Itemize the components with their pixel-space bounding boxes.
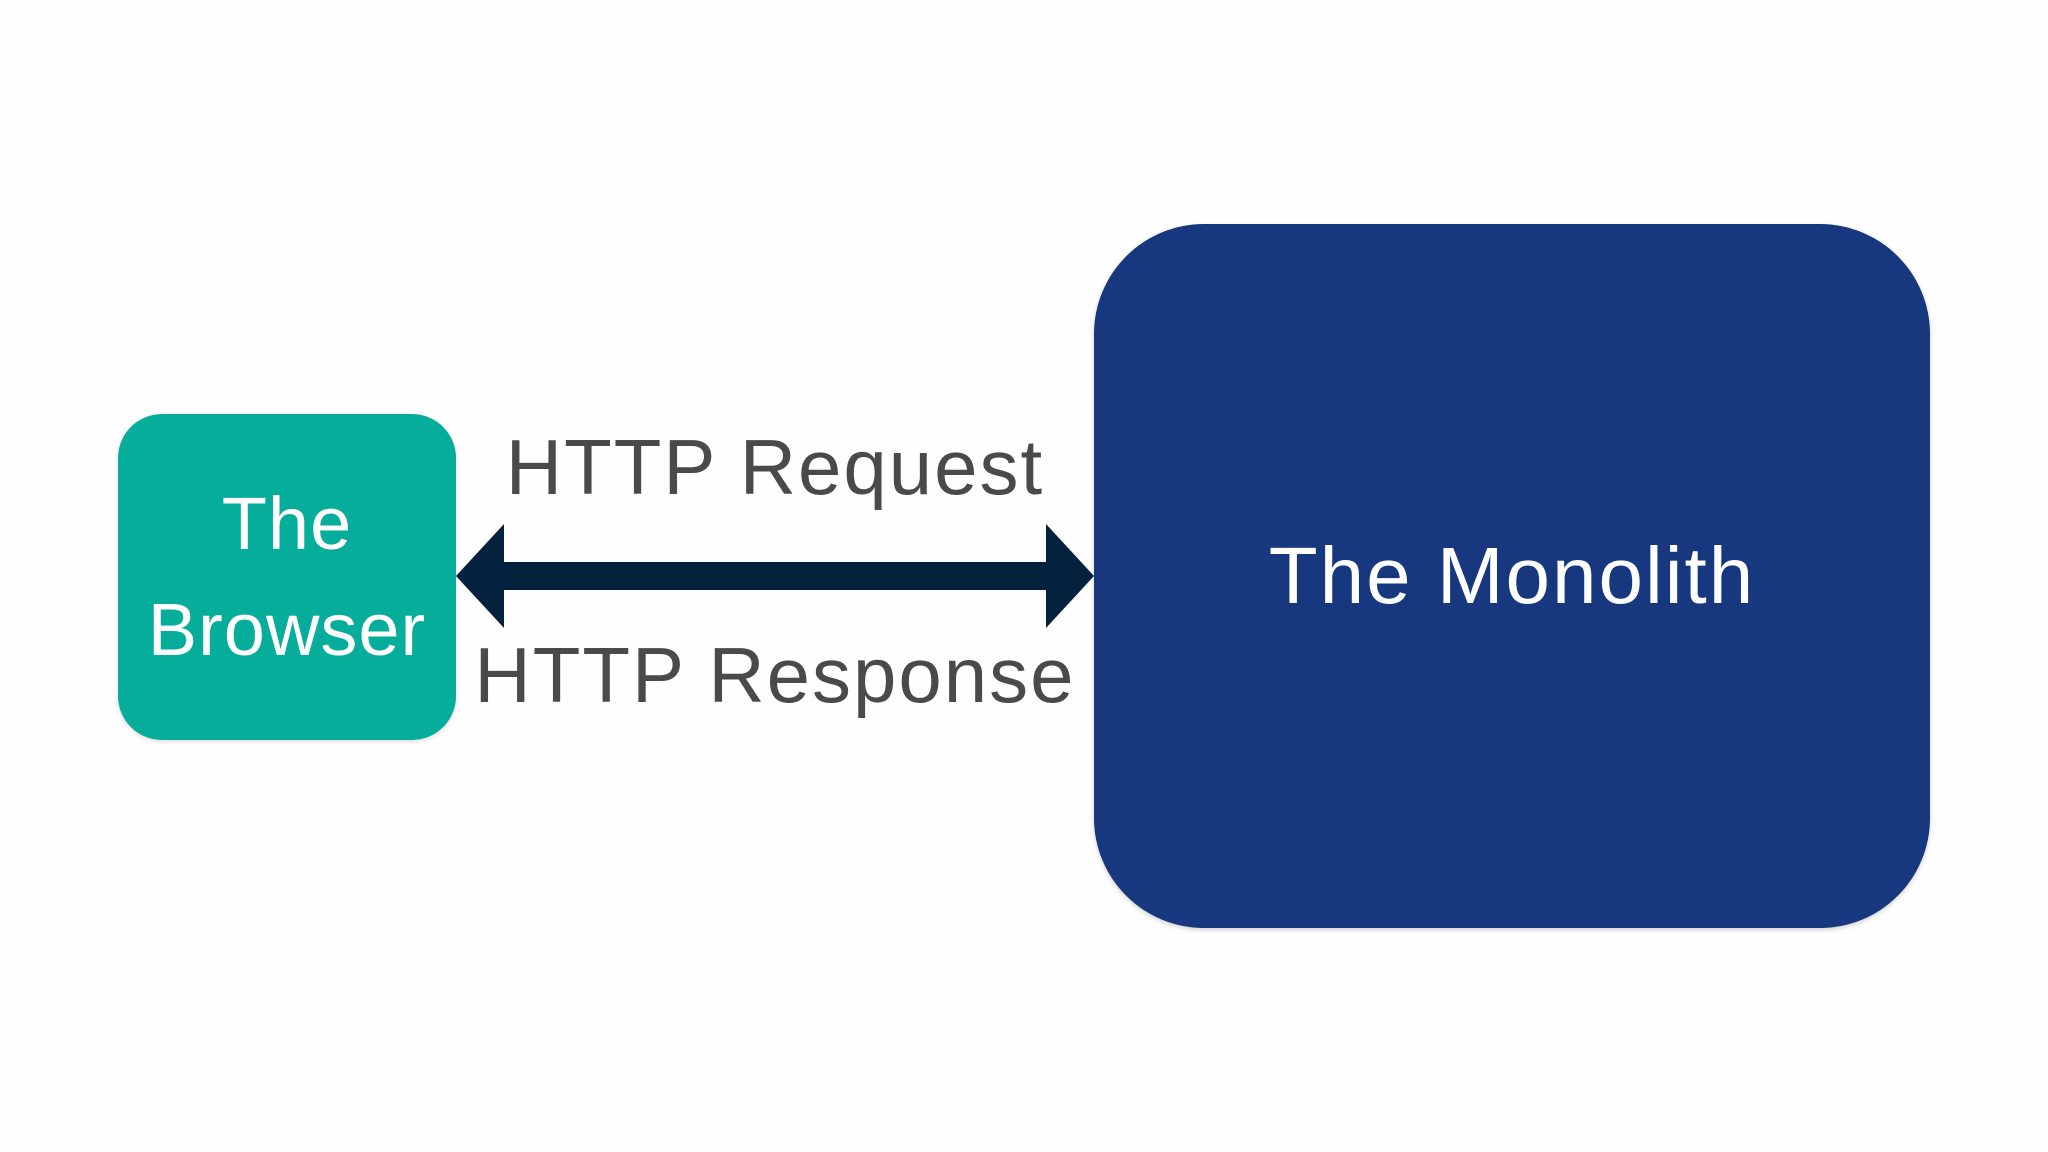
arrow-shape — [456, 524, 1094, 628]
monolith-node: The Monolith — [1094, 224, 1930, 928]
http-request-label: HTTP Request — [505, 423, 1045, 511]
http-response-label: HTTP Response — [474, 631, 1076, 719]
browser-label-line1: The — [221, 482, 353, 565]
browser-label-line2: Browser — [147, 588, 427, 671]
bidirectional-arrow — [456, 524, 1094, 628]
monolith-label: The Monolith — [1268, 531, 1756, 620]
browser-node: The Browser — [118, 414, 456, 740]
